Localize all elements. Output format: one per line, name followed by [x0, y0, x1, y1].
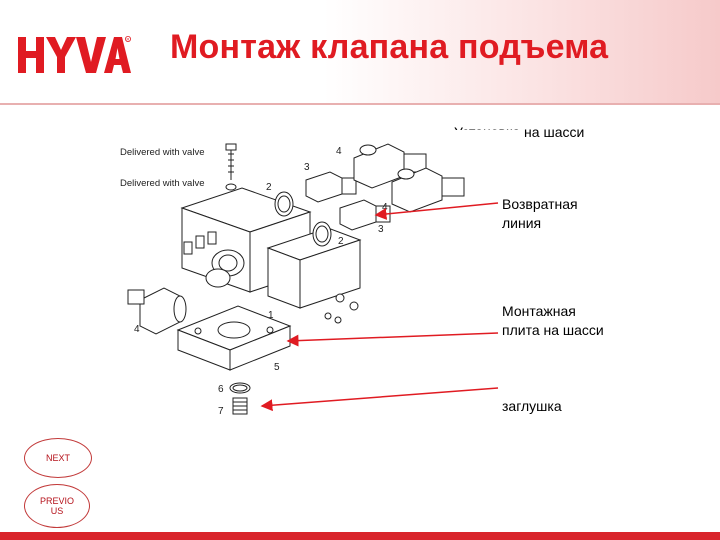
svg-text:1: 1 — [268, 310, 274, 321]
svg-text:4: 4 — [382, 202, 388, 213]
svg-text:4: 4 — [134, 324, 140, 335]
label-plug: заглушка — [502, 398, 562, 414]
svg-text:R: R — [127, 37, 130, 42]
callout-delivered-2: Delivered with valve — [120, 178, 204, 189]
next-button-label: NEXT — [45, 453, 70, 463]
previous-button[interactable]: PREVIO US — [24, 484, 90, 528]
svg-text:3: 3 — [378, 224, 384, 235]
callout-delivered-1: Delivered with valve — [120, 147, 204, 158]
svg-text:2: 2 — [266, 182, 272, 193]
svg-text:4: 4 — [336, 146, 342, 157]
previous-button-label: PREVIO US — [39, 496, 74, 516]
header-divider — [0, 103, 720, 105]
svg-text:2: 2 — [338, 236, 344, 247]
bottom-accent-bar — [0, 532, 720, 540]
label-mounting-plate: Монтажная плита на шасси — [502, 303, 604, 338]
svg-text:6: 6 — [218, 384, 224, 395]
svg-text:3: 3 — [304, 162, 310, 173]
valve-assembly-diagram: Delivered with valve Delivered with valv… — [92, 130, 522, 430]
label-return-line: Возвратная линия — [502, 196, 578, 231]
hyva-logo: R — [18, 36, 131, 73]
svg-text:7: 7 — [218, 406, 224, 417]
page-title: Монтаж клапана подъема — [170, 28, 609, 66]
svg-text:5: 5 — [274, 362, 280, 373]
next-button[interactable]: NEXT — [24, 438, 92, 478]
